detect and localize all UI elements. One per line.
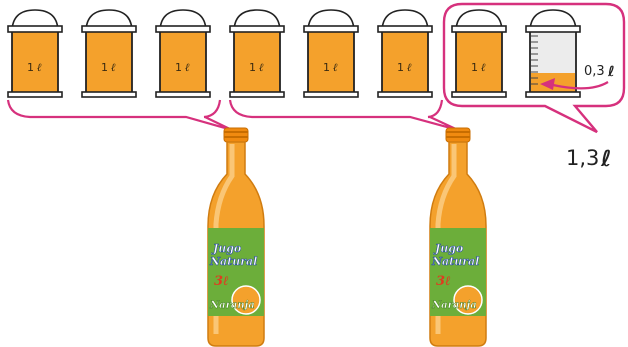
bottle-flavor: Naranja: [431, 300, 477, 311]
bucket-label: 1: [27, 61, 34, 74]
bucket-fill: [86, 30, 132, 93]
bucket-unit: ℓ: [185, 61, 190, 74]
bucket-label: 1: [175, 61, 182, 74]
bucket-label: 1: [471, 61, 478, 74]
bucket-4: 1 ℓ: [230, 10, 284, 97]
partial-unit: ℓ: [607, 64, 615, 80]
bottle-1: Jugo Natural 3ℓ Naranja: [208, 128, 264, 346]
total-unit: ℓ: [600, 147, 611, 172]
bucket-label: 1: [249, 61, 256, 74]
bottle-flavor: Naranja: [209, 300, 255, 311]
bottle-line1: Jugo: [433, 242, 463, 255]
group-bracket-2: [230, 100, 458, 130]
total-value: 1,3: [566, 146, 599, 170]
bucket-6: 1 ℓ: [378, 10, 432, 97]
bucket-label: 1: [397, 61, 404, 74]
bucket-3: 1 ℓ: [156, 10, 210, 97]
bucket-5: 1 ℓ: [304, 10, 358, 97]
bucket-fill: [456, 30, 502, 93]
bucket-fill: [160, 30, 206, 93]
bucket-unit: ℓ: [481, 61, 486, 74]
bucket-fill: [12, 30, 58, 93]
bucket-1: 1 ℓ: [8, 10, 62, 97]
bottle-line1: Jugo: [211, 242, 241, 255]
bucket-unit: ℓ: [37, 61, 42, 74]
bottle-line2: Natural: [431, 255, 479, 268]
bottle-volume: 3ℓ: [436, 274, 451, 289]
bucket-fill: [234, 30, 280, 93]
bucket-fill: [382, 30, 428, 93]
bucket-fill: [308, 30, 354, 93]
bottle-2: Jugo Natural 3ℓ Naranja: [430, 128, 486, 346]
bucket-unit: ℓ: [333, 61, 338, 74]
bucket-unit: ℓ: [407, 61, 412, 74]
bucket-label: 1: [323, 61, 330, 74]
bottle-volume: 3ℓ: [214, 274, 229, 289]
bucket-7: 1 ℓ: [452, 10, 506, 97]
bucket-unit: ℓ: [259, 61, 264, 74]
group-bracket-1: [8, 100, 232, 130]
partial-value: 0,3: [584, 64, 605, 79]
bottle-line2: Natural: [209, 255, 257, 268]
bucket-2: 1 ℓ: [82, 10, 136, 97]
bucket-label: 1: [101, 61, 108, 74]
bucket-unit: ℓ: [111, 61, 116, 74]
